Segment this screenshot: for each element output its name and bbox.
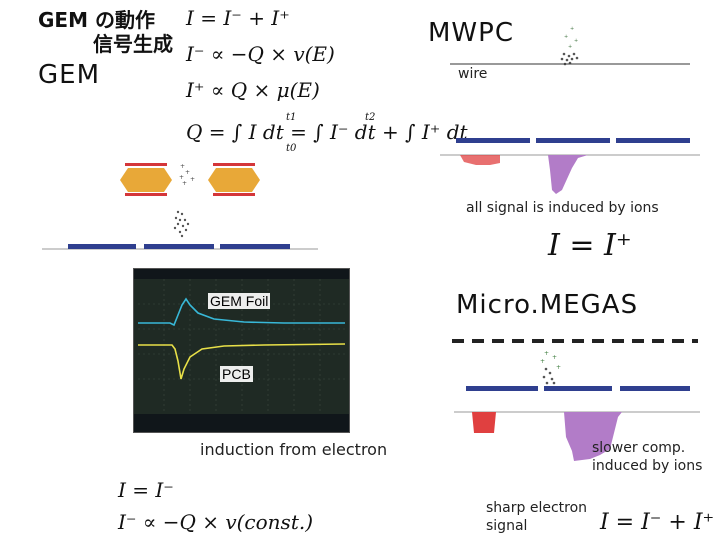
gem-foil-top-electrode-left — [125, 163, 167, 166]
gem-title-line1: GEM の動作 — [38, 8, 155, 32]
oscilloscope-traces — [134, 269, 349, 432]
svg-text:+: + — [544, 350, 549, 357]
mwpc-wire-label: wire — [458, 66, 488, 82]
micromegas-signal-ion — [560, 412, 622, 461]
eq-electron-const: I⁻ ∝ −Q × v(const.) — [118, 510, 314, 534]
micromegas-diagram: +++ + — [452, 339, 700, 461]
micromegas-slow-label-2: induced by ions — [592, 458, 703, 474]
mwpc-caption: all signal is induced by ions — [466, 200, 659, 216]
oscilloscope-screen: GEM Foil PCB — [133, 268, 350, 433]
mwpc-avalanche — [560, 52, 579, 66]
trace-pcb — [138, 343, 346, 380]
svg-text:+: + — [190, 176, 195, 183]
micromegas-pad-3 — [620, 386, 690, 391]
mwpc-signal-small — [460, 155, 500, 165]
gem-foil-bottom-electrode-left — [125, 193, 167, 196]
eq-micromegas-total: I = I⁻ + I⁺ — [600, 510, 715, 535]
mwpc-heading: MWPC — [428, 18, 514, 48]
svg-text:+: + — [556, 364, 561, 371]
eq-ion-current: I⁺ ∝ Q × μ(E) — [186, 78, 320, 102]
svg-text:+: + — [570, 26, 574, 32]
trace-gem-foil — [138, 297, 345, 327]
svg-text:+: + — [568, 44, 572, 50]
svg-text:+: + — [564, 34, 568, 40]
micromegas-heading: Micro.MEGAS — [456, 290, 639, 320]
eq-charge: Q = ∫ I dt = ∫ I⁻ dt + ∫ I⁺ dt — [186, 120, 468, 144]
micromegas-slow-label-1: slower comp. — [592, 440, 686, 456]
gem-foil-diagram: +++ ++ — [42, 163, 318, 250]
micromegas-pad-1 — [466, 386, 538, 391]
gem-readout-pad-3 — [220, 244, 290, 249]
mwpc-ion-cloud: +++ + — [564, 26, 578, 50]
gem-title-line2: 信号生成 — [93, 32, 173, 56]
eq-electron-only: I = I⁻ — [118, 478, 174, 502]
mwpc-pad-3 — [616, 138, 690, 143]
micromegas-sharp-label-1: sharp electron — [486, 500, 588, 516]
svg-text:+: + — [179, 174, 184, 181]
gem-heading: GEM — [38, 60, 101, 90]
gem-foil-top-electrode-right — [213, 163, 255, 166]
micromegas-pad-2 — [544, 386, 612, 391]
label-gem-foil: GEM Foil — [208, 293, 271, 309]
eq-gem-total: I = I⁻ + I⁺ — [186, 6, 290, 30]
svg-text:+: + — [540, 358, 545, 365]
micromegas-avalanche — [542, 367, 556, 385]
svg-text:+: + — [185, 169, 190, 176]
label-pcb: PCB — [220, 366, 253, 382]
eq-mwpc-total: I = I⁺ — [548, 228, 632, 263]
mwpc-diagram: +++ + — [440, 26, 700, 194]
charge-limit-t1: t1 — [286, 112, 297, 123]
oscilloscope-caption: induction from electron — [200, 440, 388, 459]
micromegas-signal-electron — [468, 412, 496, 433]
gem-readout-pad-1 — [68, 244, 136, 249]
eq-electron-current: I⁻ ∝ −Q × v(E) — [186, 42, 335, 66]
gem-foil-bottom-electrode-right — [213, 193, 255, 196]
svg-text:+: + — [552, 354, 557, 361]
svg-text:+: + — [180, 163, 185, 170]
micromegas-sharp-label-2: signal — [486, 518, 528, 534]
svg-text:+: + — [574, 38, 578, 44]
micromegas-ion-cloud: +++ + — [540, 350, 561, 371]
gem-foil-kapton-left — [120, 168, 172, 192]
svg-text:+: + — [182, 180, 187, 187]
gem-readout-pad-2 — [144, 244, 214, 249]
gem-electron-cloud — [173, 210, 190, 238]
mwpc-signal-ion — [540, 155, 588, 194]
mwpc-pad-2 — [536, 138, 610, 143]
gem-foil-kapton-right — [208, 168, 260, 192]
charge-limit-t2: t2 — [365, 112, 376, 123]
gem-ion-cloud: +++ ++ — [179, 163, 195, 187]
mwpc-pad-1 — [456, 138, 530, 143]
charge-limit-t0: t0 — [286, 143, 297, 154]
